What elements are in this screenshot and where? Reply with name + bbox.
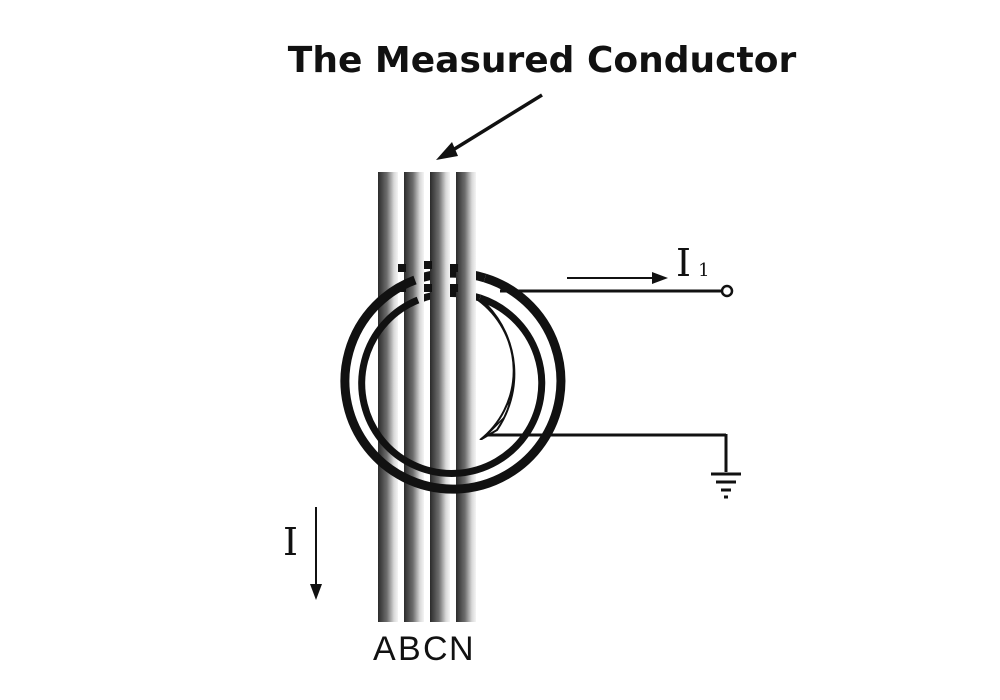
secondary-current-label: I 1 [676, 241, 710, 285]
title-pointer-arrow-icon [436, 93, 543, 160]
ct-ring-front [340, 273, 566, 494]
ground-wire [488, 433, 728, 472]
primary-current-label: I [283, 520, 298, 564]
phase-label-b: B [398, 630, 421, 668]
secondary-current-subscript: 1 [698, 260, 709, 281]
phase-label-a: A [373, 630, 396, 668]
primary-current-arrow-icon [310, 507, 322, 600]
conductor-b [404, 172, 424, 622]
phase-label-c: C [423, 630, 448, 668]
diagram-title: The Measured Conductor [288, 40, 797, 81]
ground-symbol-icon [711, 472, 741, 499]
terminal-circle-icon [720, 284, 734, 298]
conductor-bundle [378, 172, 476, 622]
secondary-output-wire [500, 284, 734, 298]
phase-labels: A B C N [373, 630, 474, 668]
secondary-current-arrow-icon [567, 272, 668, 284]
secondary-current-symbol: I [676, 241, 691, 285]
conductor-n [456, 172, 476, 622]
conductor-c [430, 172, 450, 622]
phase-label-n: N [449, 630, 474, 668]
conductor-a [378, 172, 398, 622]
